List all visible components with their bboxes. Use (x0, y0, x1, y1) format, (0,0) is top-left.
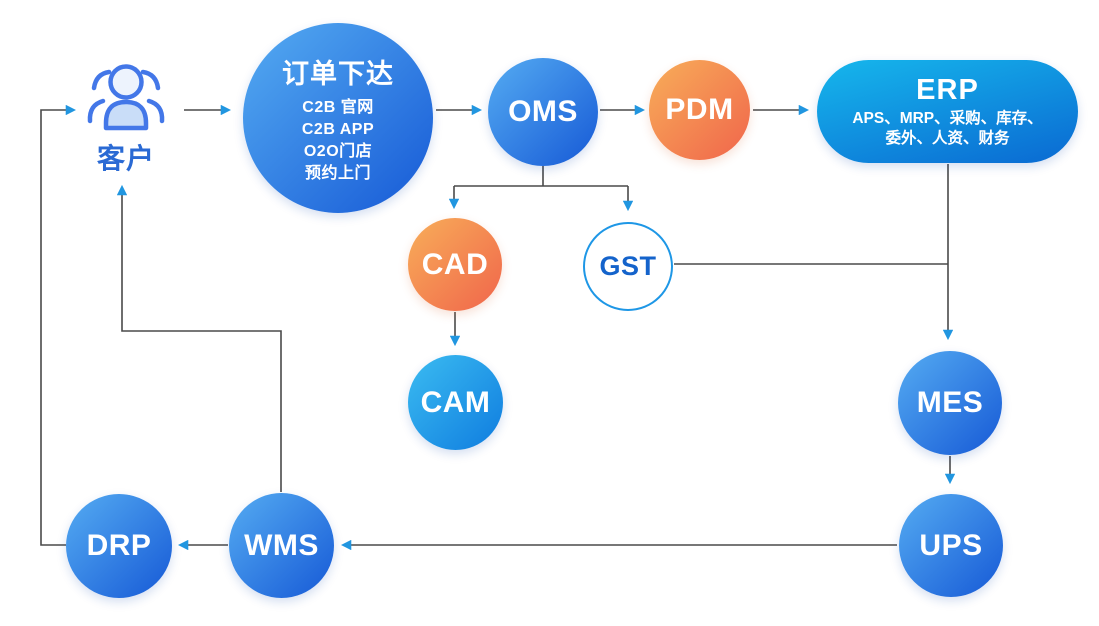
erp-subtitle: APS、MRP、采购、库存、 委外、人资、财务 (852, 109, 1042, 149)
erp-title: ERP (916, 74, 979, 106)
oms-label: OMS (508, 95, 578, 128)
erp-subtitle-line1: APS、MRP、采购、库存、 (852, 110, 1043, 127)
cam-label: CAM (420, 385, 491, 419)
node-drp: DRP (66, 494, 172, 598)
node-erp: ERP APS、MRP、采购、库存、 委外、人资、财务 (817, 60, 1078, 163)
gst-label: GST (599, 251, 657, 281)
node-pdm: PDM (649, 60, 750, 160)
node-order: 订单下达 C2B 官网 C2B APP O2O门店 预约上门 (243, 23, 433, 213)
order-channel-item: C2B APP (301, 120, 375, 138)
edge-drp-to-customer (40, 104, 77, 546)
node-gst: GST (583, 222, 673, 311)
drp-label: DRP (86, 529, 152, 562)
customer-label: 客户 (96, 143, 155, 174)
wms-label: WMS (244, 528, 319, 562)
node-customer: 客户 (82, 57, 170, 177)
ups-label: UPS (919, 528, 983, 562)
node-cad: CAD (408, 218, 502, 311)
order-channel-item: O2O门店 (303, 142, 373, 160)
edge-wms-to-customer (116, 184, 282, 492)
order-channel-item: 预约上门 (304, 164, 371, 182)
node-cam: CAM (408, 355, 503, 450)
node-oms: OMS (488, 58, 598, 166)
node-ups: UPS (899, 494, 1003, 597)
customer-people-icon (87, 64, 165, 131)
mes-label: MES (916, 386, 984, 419)
node-wms: WMS (229, 493, 334, 598)
pdm-label: PDM (665, 93, 734, 126)
node-mes: MES (898, 351, 1002, 455)
order-title: 订单下达 (282, 58, 394, 89)
order-channel-item: C2B 官网 (302, 98, 374, 116)
cad-label: CAD (421, 247, 489, 281)
erp-subtitle-line2: 委外、人资、财务 (885, 130, 1010, 147)
